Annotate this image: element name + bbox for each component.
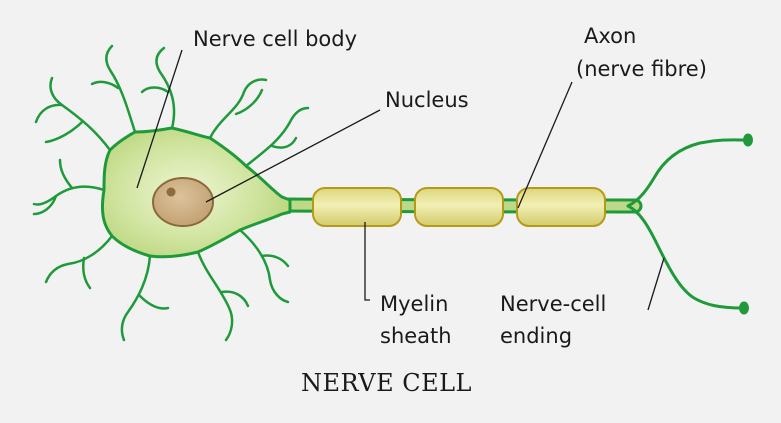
myelin-segment <box>414 187 504 227</box>
leader-ending <box>647 257 665 311</box>
leader-cell-body <box>136 49 183 189</box>
diagram-title: NERVE CELL <box>301 369 472 397</box>
label-ending: Nerve-cell <box>500 292 606 316</box>
label-myelin-sub: sheath <box>380 324 452 348</box>
label-myelin: Myelin <box>380 292 448 316</box>
label-ending-sub: ending <box>500 324 572 348</box>
label-axon: Axon <box>584 24 636 48</box>
leader-lines <box>136 49 665 311</box>
myelin-sheath <box>312 187 606 227</box>
leader-axon <box>517 81 573 209</box>
myelin-segment <box>312 187 402 227</box>
label-nucleus: Nucleus <box>385 88 469 112</box>
myelin-segment <box>516 187 606 227</box>
leader-nucleus <box>205 109 381 203</box>
label-axon-sub: (nerve fibre) <box>576 57 707 81</box>
dendrites <box>32 44 310 342</box>
label-cell-body: Nerve cell body <box>193 27 357 51</box>
nucleus <box>152 177 214 227</box>
nerve-cell-ending <box>626 133 753 315</box>
leader-myelin <box>364 222 370 301</box>
